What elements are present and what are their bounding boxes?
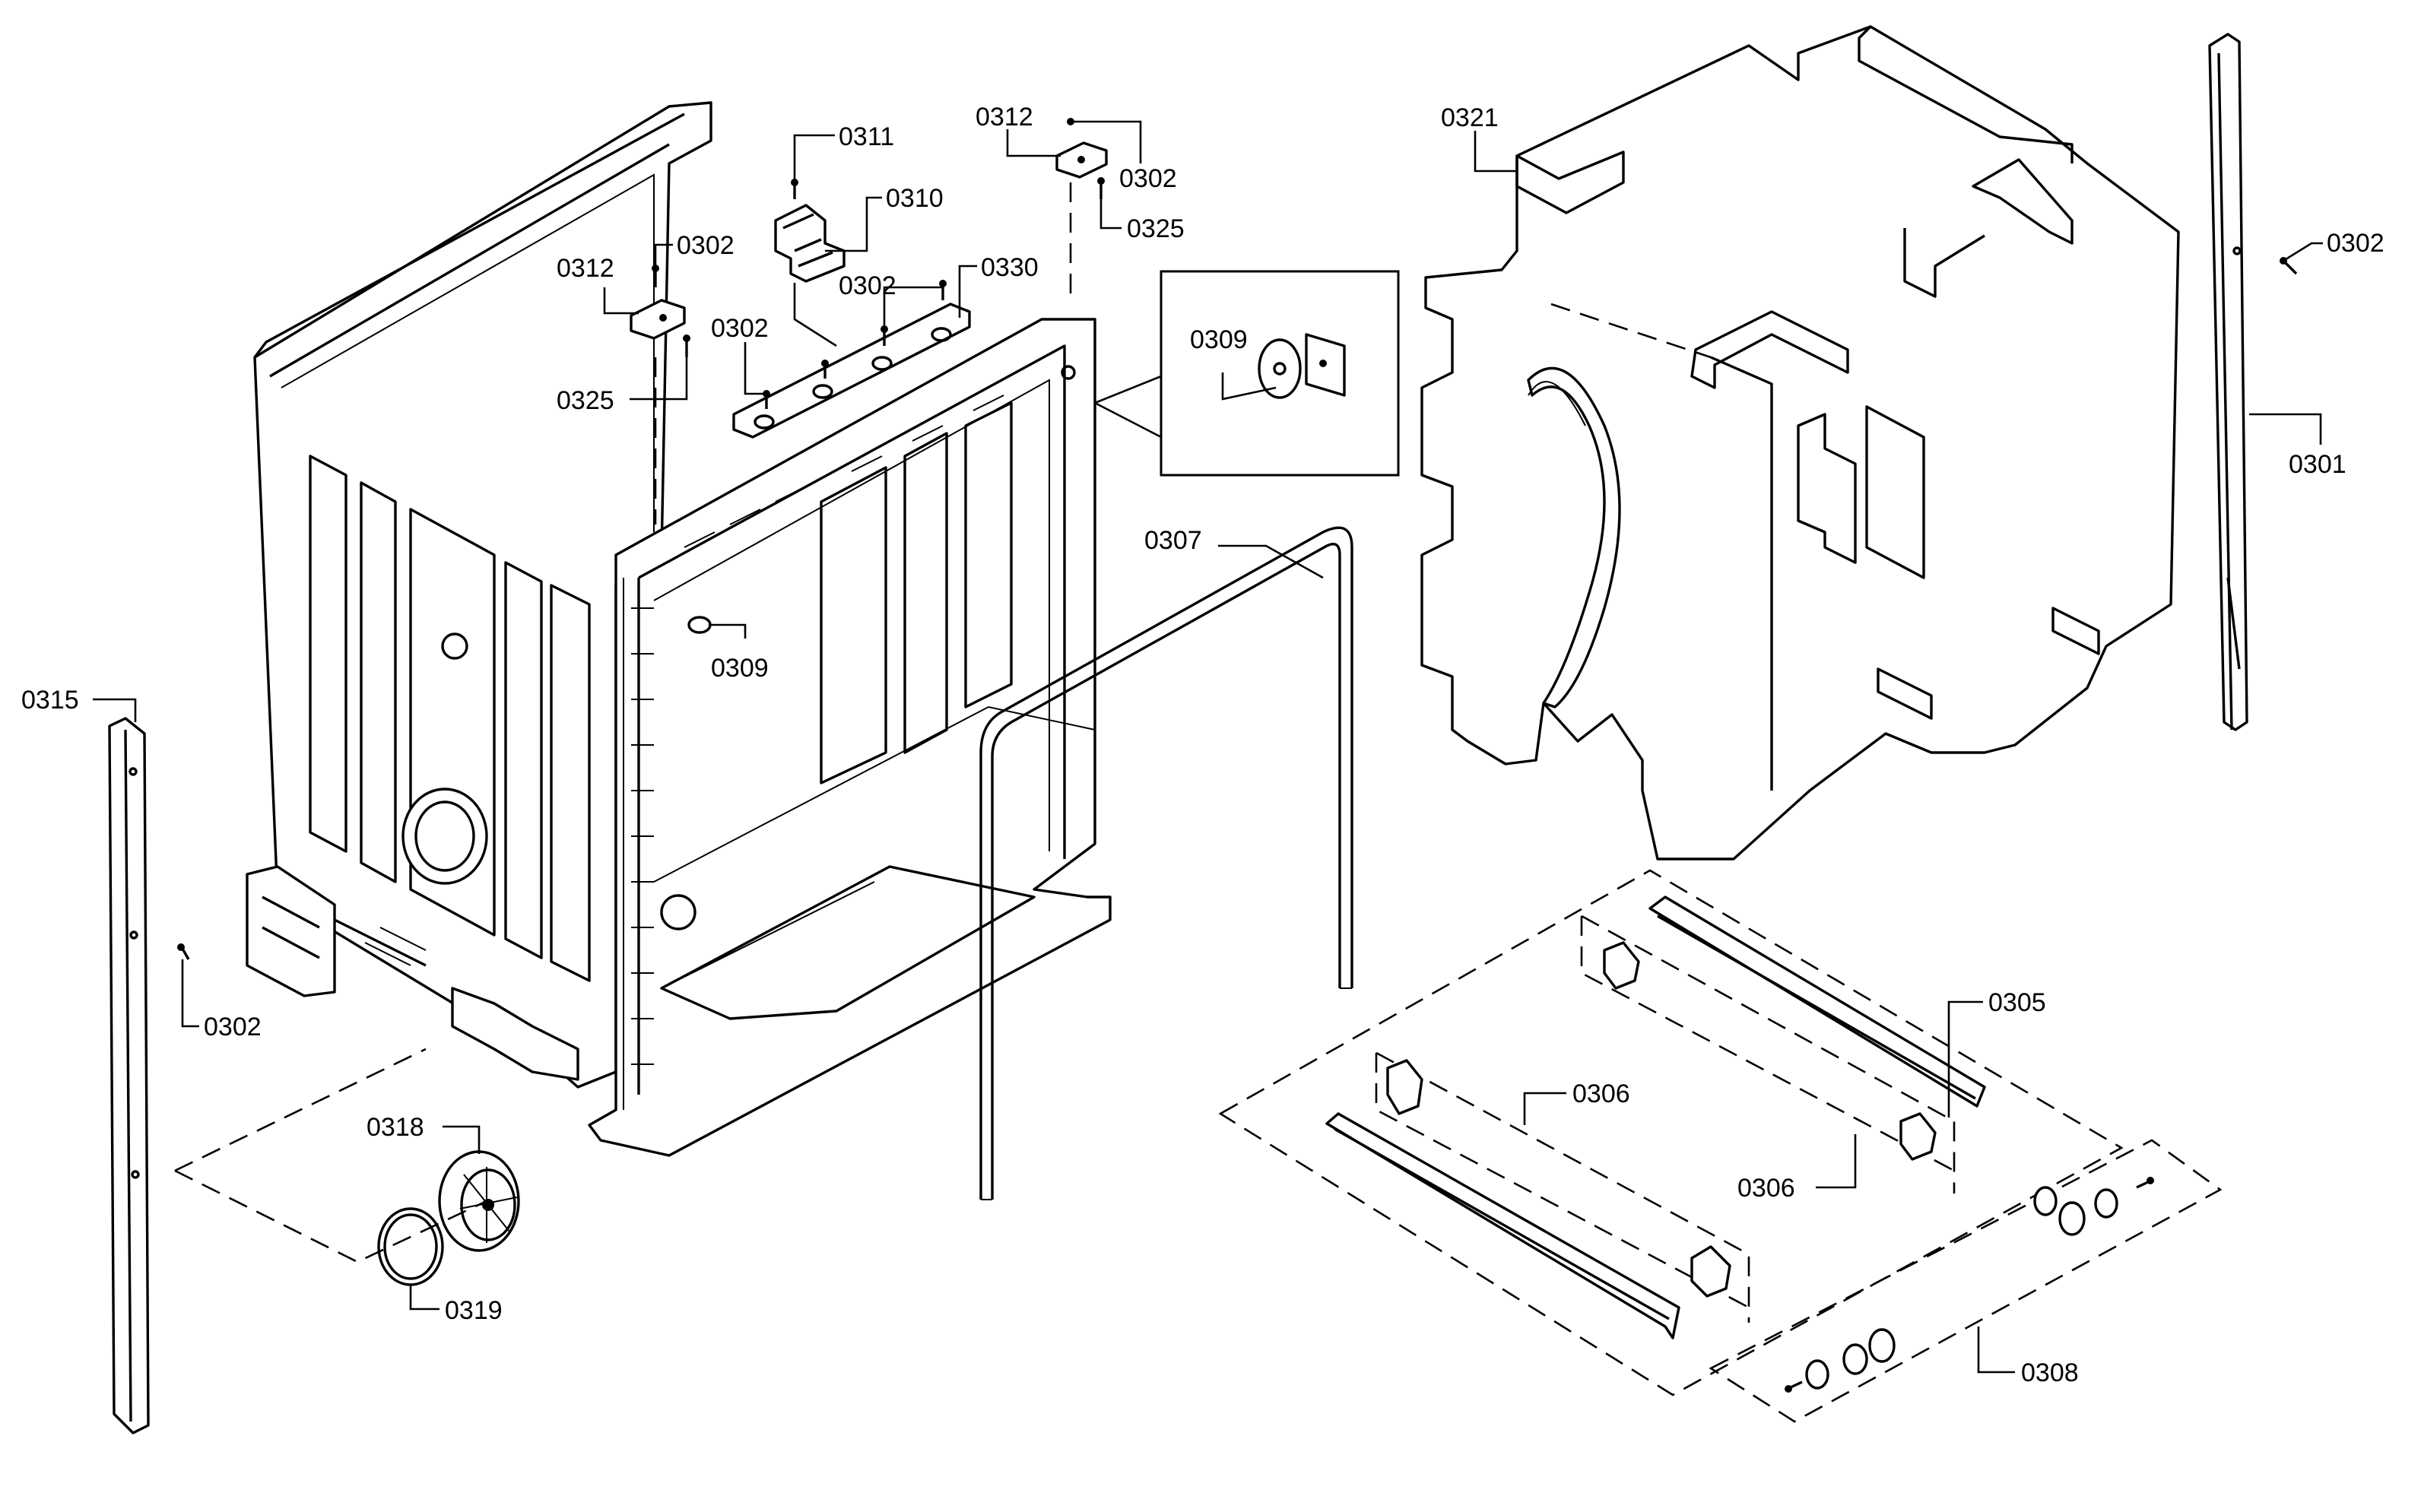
callout-0302-left-top: 0302	[677, 231, 735, 260]
callout-0312-left: 0312	[557, 254, 614, 283]
callout-0302-far-right: 0302	[2327, 229, 2385, 258]
detail-box-0309	[1094, 270, 1400, 477]
top-strip-0330	[732, 303, 971, 439]
callout-0315: 0315	[21, 686, 79, 715]
insulation-blanket-0321	[1420, 25, 2180, 861]
clip-0306-c	[1899, 1112, 1937, 1161]
mounting-bracket-0312-right	[1055, 141, 1108, 179]
tub-cabinet	[246, 101, 1112, 1157]
callout-0302-right-top: 0302	[1119, 164, 1177, 193]
leader-lines	[93, 120, 2323, 1374]
mounting-bracket-0312-left	[630, 299, 686, 340]
callout-0319: 0319	[445, 1296, 503, 1325]
callout-0309-detail: 0309	[1190, 325, 1248, 354]
callout-0309-tub: 0309	[711, 654, 769, 683]
callout-0301: 0301	[2289, 450, 2346, 479]
vent-cover-0318	[438, 1150, 520, 1252]
rail-0305	[1648, 895, 1986, 1108]
callout-0312-right: 0312	[976, 103, 1033, 132]
callout-0305: 0305	[1988, 988, 2046, 1017]
callout-0318: 0318	[366, 1113, 424, 1142]
callout-0311: 0311	[839, 122, 894, 151]
side-strip-0315	[108, 717, 150, 1434]
clip-0306-d	[1690, 1245, 1731, 1298]
callout-0325-left: 0325	[557, 386, 614, 415]
side-strip-0301	[2208, 33, 2248, 731]
callout-0302-strip-right: 0302	[839, 271, 896, 300]
seal-ring-0319	[377, 1207, 444, 1286]
clip-0306-a	[1603, 941, 1640, 990]
screw-0302-left	[177, 943, 190, 960]
callout-0310: 0310	[886, 184, 944, 213]
rail-0306	[1325, 1112, 1680, 1339]
callout-0302-left-bottom: 0302	[204, 1013, 262, 1041]
screws-0302-0325-right	[1067, 118, 1105, 199]
clip-0306-b	[1386, 1059, 1423, 1115]
callout-0306-upper: 0306	[1572, 1079, 1630, 1108]
hinge-bracket-0310	[774, 204, 846, 283]
grommet-0309	[687, 616, 712, 634]
callout-0308: 0308	[2021, 1358, 2079, 1387]
callout-labels: 0311 0310 0312 0302 0325 0302 0330 0302 …	[21, 103, 2385, 1387]
screw-0302-right	[2280, 257, 2298, 275]
callout-0307: 0307	[1144, 526, 1202, 555]
door-seal-0307	[979, 526, 1353, 1200]
callout-0321: 0321	[1441, 103, 1499, 132]
callout-0302-strip-left: 0302	[711, 314, 769, 343]
leveling-feet-0308	[1785, 1177, 2154, 1393]
callout-0330: 0330	[981, 253, 1039, 282]
screws-0302-0325-left	[652, 265, 690, 357]
callout-0325-right: 0325	[1127, 214, 1185, 243]
callout-0306-lower: 0306	[1737, 1174, 1795, 1203]
